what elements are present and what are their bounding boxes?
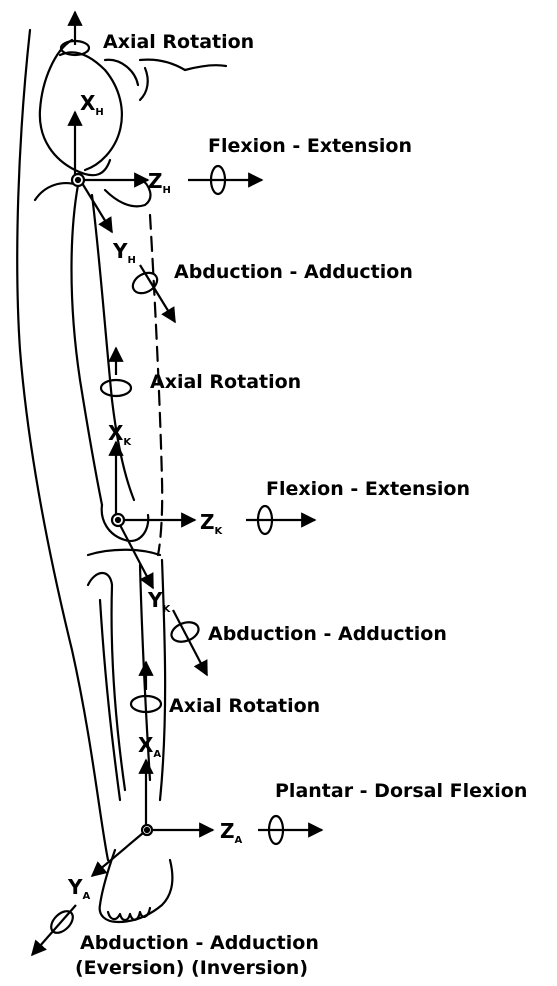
knee-axial-rotation-label: Axial Rotation — [150, 371, 301, 393]
knee-x-axis-label: XK — [108, 421, 132, 448]
hip-x-axis-label: XH — [80, 91, 104, 118]
knee-y-axis-label: YK — [147, 588, 171, 615]
hip-y-subscript: H — [127, 255, 135, 266]
hip-axial-rotation-label: Axial Rotation — [103, 31, 254, 53]
ankle-eversion-inversion-label: (Eversion) (Inversion) — [75, 957, 308, 979]
knee-y-subscript: K — [162, 604, 171, 615]
hip-z-letter: Z — [148, 169, 163, 193]
knee-z-axis-label: ZK — [200, 510, 224, 537]
knee-x-subscript: K — [123, 437, 132, 448]
knee-joint-center-dot — [116, 518, 120, 522]
hip-z-axis-label: ZH — [148, 169, 171, 196]
knee-flexion-extension-label: Flexion - Extension — [266, 478, 470, 500]
ankle-abduction-adduction-label: Abduction - Adduction — [80, 932, 319, 954]
knee-axial-rotation-symbol — [101, 380, 131, 396]
ankle-z-subscript: A — [235, 835, 243, 846]
ankle-z-letter: Z — [220, 819, 235, 843]
hip-z-subscript: H — [163, 185, 171, 196]
hip-flexion-extension-label: Flexion - Extension — [208, 135, 412, 157]
leg-outline-left — [17, 30, 108, 860]
ankle-x-axis-label: XA — [138, 733, 161, 760]
ankle-y-axis-arrow — [92, 833, 143, 876]
ankle-plantar-dorsal-flexion-label: Plantar - Dorsal Flexion — [275, 780, 527, 802]
knee-x-letter: X — [108, 421, 124, 445]
ankle-y-subscript: A — [82, 891, 90, 902]
toes-outline — [108, 908, 150, 920]
knee-abduction-adduction-label: Abduction - Adduction — [208, 623, 447, 645]
sacrum-outline — [140, 60, 226, 100]
hip-y-axis-arrow — [82, 183, 112, 232]
hip-abduction-adduction-label: Abduction - Adduction — [174, 261, 413, 283]
ankle-z-axis-label: ZA — [220, 819, 243, 846]
knee-y-axis-arrow — [120, 525, 153, 588]
hip-y-letter: Y — [112, 239, 128, 263]
ischium-outline — [105, 178, 150, 206]
hip-x-subscript: H — [95, 107, 103, 118]
femur-left-edge — [35, 183, 102, 505]
hip-x-letter: X — [80, 91, 96, 115]
ankle-y-axis-label: YA — [67, 875, 90, 902]
knee-z-subscript: K — [215, 526, 224, 537]
tibia-plateau — [88, 550, 160, 555]
ankle-x-subscript: A — [153, 749, 161, 760]
tibia-left-edge — [100, 600, 120, 800]
ankle-y-letter: Y — [67, 875, 83, 899]
knee-y-letter: Y — [147, 588, 163, 612]
ankle-x-letter: X — [138, 733, 154, 757]
ankle-axial-rotation-label: Axial Rotation — [169, 695, 320, 717]
hip-joint-center-dot — [76, 178, 80, 182]
knee-z-letter: Z — [200, 510, 215, 534]
hip-y-axis-label: YH — [112, 239, 136, 266]
ankle-joint-center-dot — [145, 828, 149, 832]
leg-drawing — [17, 30, 226, 922]
